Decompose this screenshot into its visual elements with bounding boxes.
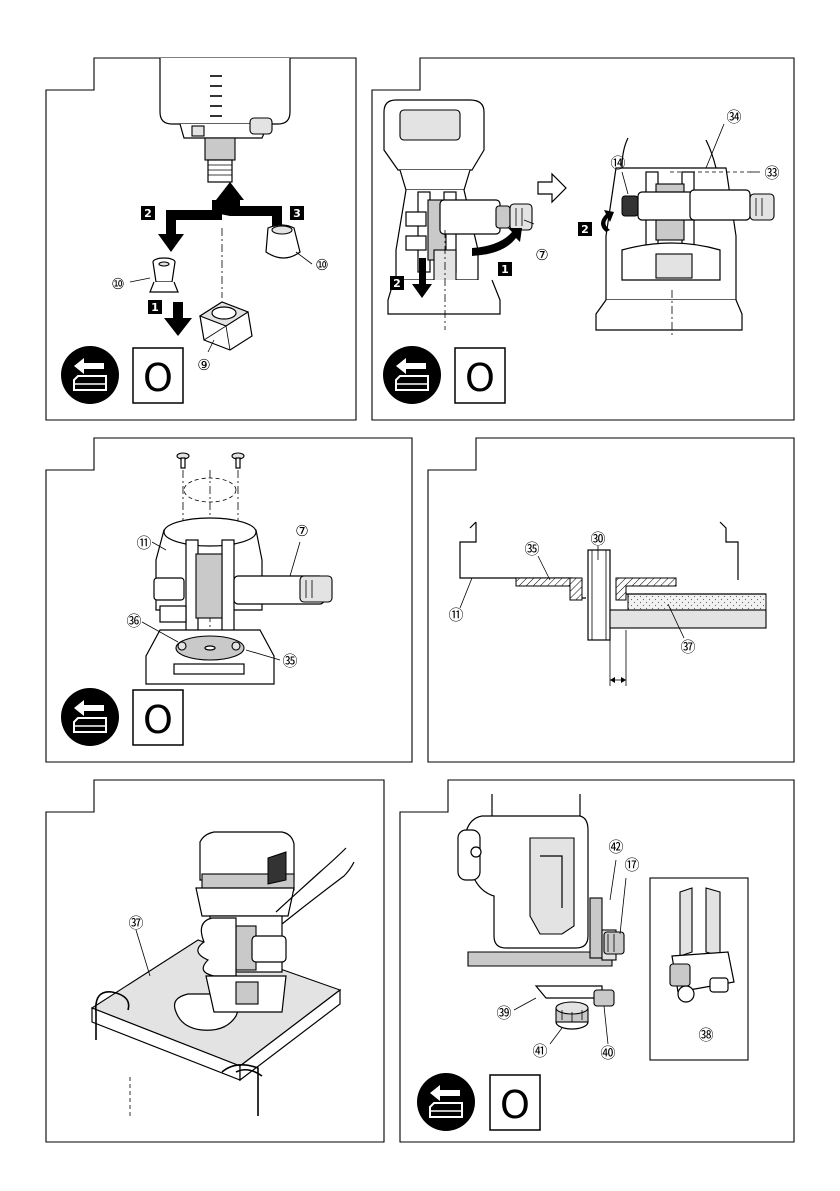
figure-panel-template-guide: ⑪ ⑦ ㊱ ㉟ O <box>0 430 420 770</box>
transition-arrow <box>538 174 566 202</box>
zero-box-label: O <box>143 698 173 742</box>
callout-label: ⑦ <box>535 246 548 264</box>
zero-box-label: O <box>500 1083 530 1127</box>
callout-label: ㊲ <box>128 914 143 932</box>
template-guide <box>516 578 572 586</box>
step-number: 3 <box>293 207 301 220</box>
screw-right <box>232 453 244 468</box>
workpiece <box>610 610 766 628</box>
callout-label: ⑰ <box>624 856 639 874</box>
collet-cone-left <box>150 258 178 292</box>
step-number: 2 <box>144 207 152 220</box>
step-number: 2 <box>581 223 589 236</box>
zero-box-label: O <box>465 356 495 400</box>
callout-label: ⑨ <box>197 356 210 374</box>
step-number: 1 <box>501 263 509 276</box>
figure-panel-bit-install: 2 3 1 ⑩ ⑩ ⑨ O <box>0 0 360 422</box>
battery-removal-icon <box>383 346 441 404</box>
figure-panel-template-use: ㊲ <box>0 776 390 1146</box>
collet-cone-right <box>266 225 300 258</box>
adjust-knob <box>556 1002 588 1029</box>
callout-label: ㊲ <box>680 638 695 656</box>
callout-label: ⑦ <box>295 522 308 540</box>
router-bit <box>588 550 610 640</box>
panel-3-illustration: ⑪ ⑦ ㊱ ㉟ O <box>0 430 420 770</box>
callout-label: ㊷ <box>608 838 623 856</box>
panel-4-illustration: ㉟ ㉚ ⑪ ㊲ <box>420 430 800 770</box>
battery-removal-icon <box>61 346 119 404</box>
figure-panel-straight-guide: ㊷ ⑰ ㊴ ㊶ ㊵ ㊳ O <box>390 776 800 1146</box>
callout-label: ㊳ <box>698 1026 713 1044</box>
base-profile <box>460 522 586 598</box>
callout-label: ⑩ <box>111 275 124 293</box>
panel-2-illustration: 1 2 ⑦ 2 <box>360 0 800 422</box>
panel-6-illustration: ㊷ ⑰ ㊴ ㊶ ㊵ ㊳ O <box>390 776 800 1146</box>
callout-label: ㉝ <box>764 164 779 182</box>
callout-label: ㊴ <box>496 1004 511 1022</box>
callout-label: ㊱ <box>126 612 141 630</box>
callout-label: ㊵ <box>600 1044 615 1062</box>
spindle-thread <box>208 160 232 182</box>
battery-removal-icon <box>61 688 119 746</box>
arrow-step-2 <box>158 200 222 252</box>
figure-panel-base-adjust: 1 2 ⑦ 2 <box>360 0 800 422</box>
battery-removal-icon <box>417 1073 475 1131</box>
zero-box-label: O <box>143 356 173 400</box>
router-left <box>384 100 532 330</box>
callout-label: ⑪ <box>136 534 151 552</box>
arrow-step-1 <box>164 302 192 336</box>
figure-panel-cross-section: ㉟ ㉚ ⑪ ㊲ <box>420 430 800 770</box>
callout-label: ⑪ <box>448 606 463 624</box>
callout-label: ㊶ <box>532 1042 547 1060</box>
callout-label: ㉟ <box>282 652 297 670</box>
template-sheet <box>628 594 766 610</box>
callout-label: ㉟ <box>524 540 539 558</box>
callout-label: ㉞ <box>726 108 741 126</box>
wing-bolt <box>604 932 624 954</box>
router-base <box>146 518 332 684</box>
collet-nut <box>200 302 252 350</box>
step-number: 1 <box>151 301 159 314</box>
step-number: 2 <box>393 277 401 290</box>
router-on-template <box>196 832 294 1012</box>
screw-left <box>177 453 189 468</box>
panel-1-illustration: 2 3 1 ⑩ ⑩ ⑨ O <box>0 0 360 422</box>
guide-inset <box>670 888 734 1002</box>
callout-label: ⑩ <box>315 256 328 274</box>
panel-5-illustration: ㊲ <box>0 776 390 1146</box>
callout-label: ㉚ <box>590 530 605 548</box>
callout-label: ⑭ <box>610 154 625 172</box>
router-side <box>458 816 612 966</box>
